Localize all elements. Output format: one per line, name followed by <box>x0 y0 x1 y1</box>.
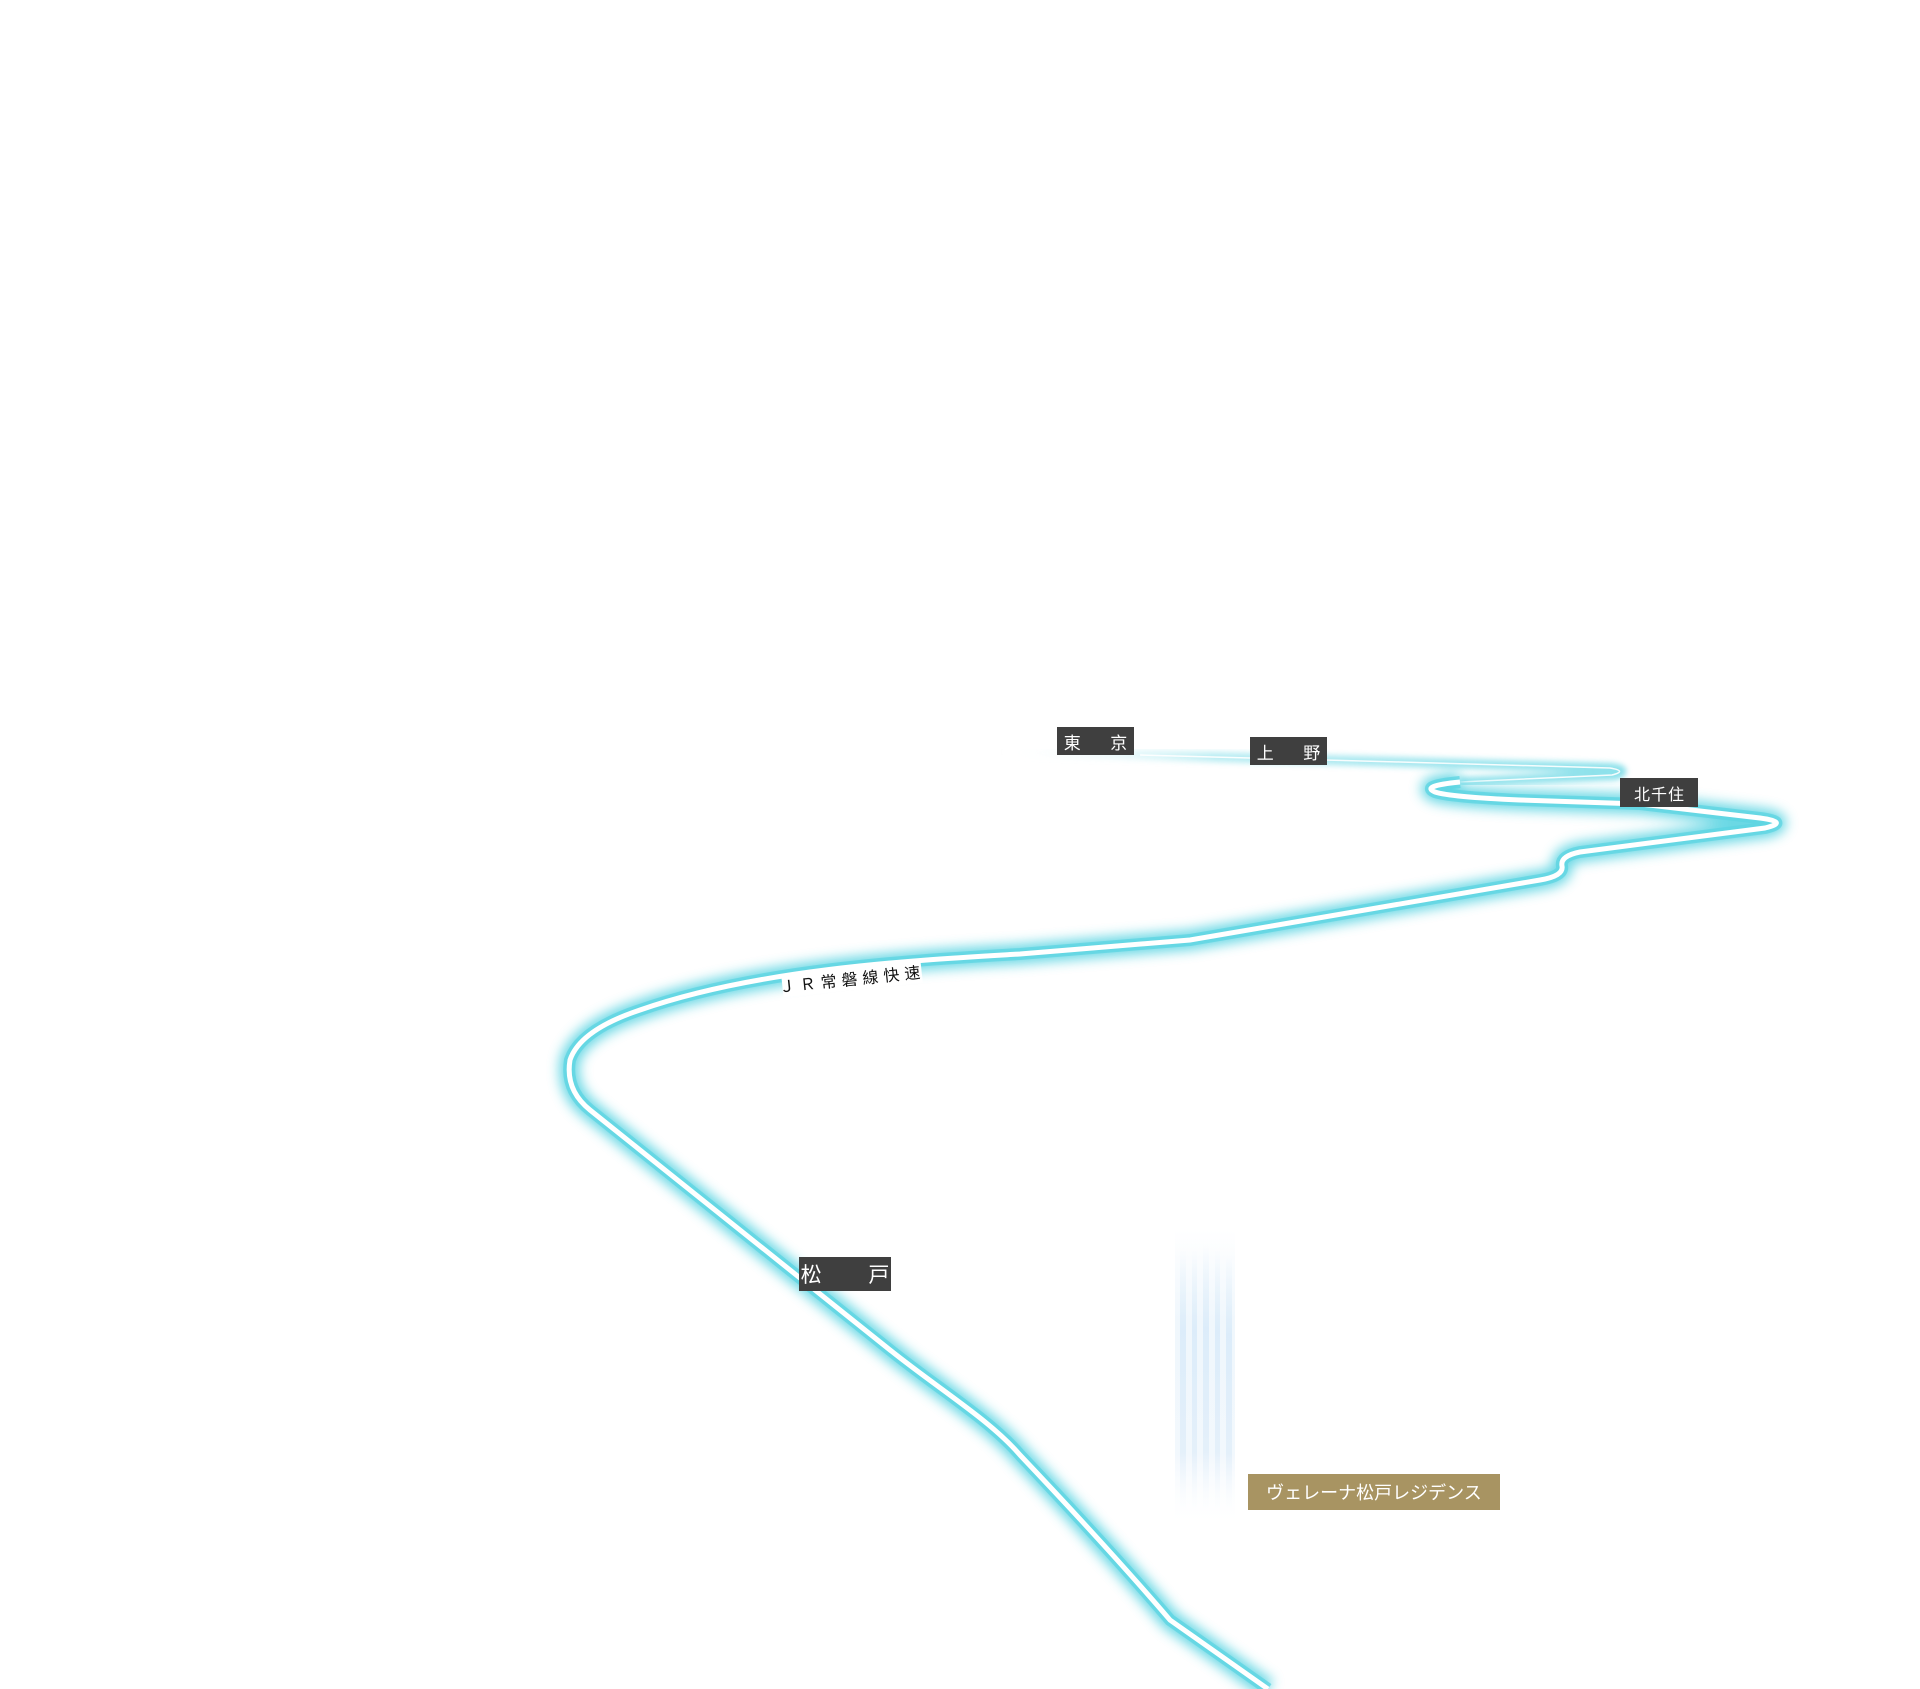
property-light-beam <box>1175 1230 1235 1530</box>
station-name-kitasenju: 北千住 <box>1633 784 1685 804</box>
property-name: ヴェレーナ松戸レジデンス <box>1266 1483 1482 1504</box>
property-label-bg <box>1248 1474 1500 1510</box>
station-label-tokyo: 東 京 <box>1057 727 1134 755</box>
station-name-tokyo: 東 京 <box>1063 733 1140 754</box>
station-label-ueno: 上 野 <box>1250 737 1327 765</box>
property-label: ヴェレーナ松戸レジデンス <box>1248 1474 1500 1510</box>
station-label-kitasenju: 北千住 <box>1620 778 1698 807</box>
station-name-ueno: 上 野 <box>1256 743 1333 764</box>
station-name-matsudo: 松 戸 <box>800 1263 910 1287</box>
route-line-main <box>559 772 1787 1689</box>
station-label-matsudo: 松 戸 <box>799 1257 891 1291</box>
